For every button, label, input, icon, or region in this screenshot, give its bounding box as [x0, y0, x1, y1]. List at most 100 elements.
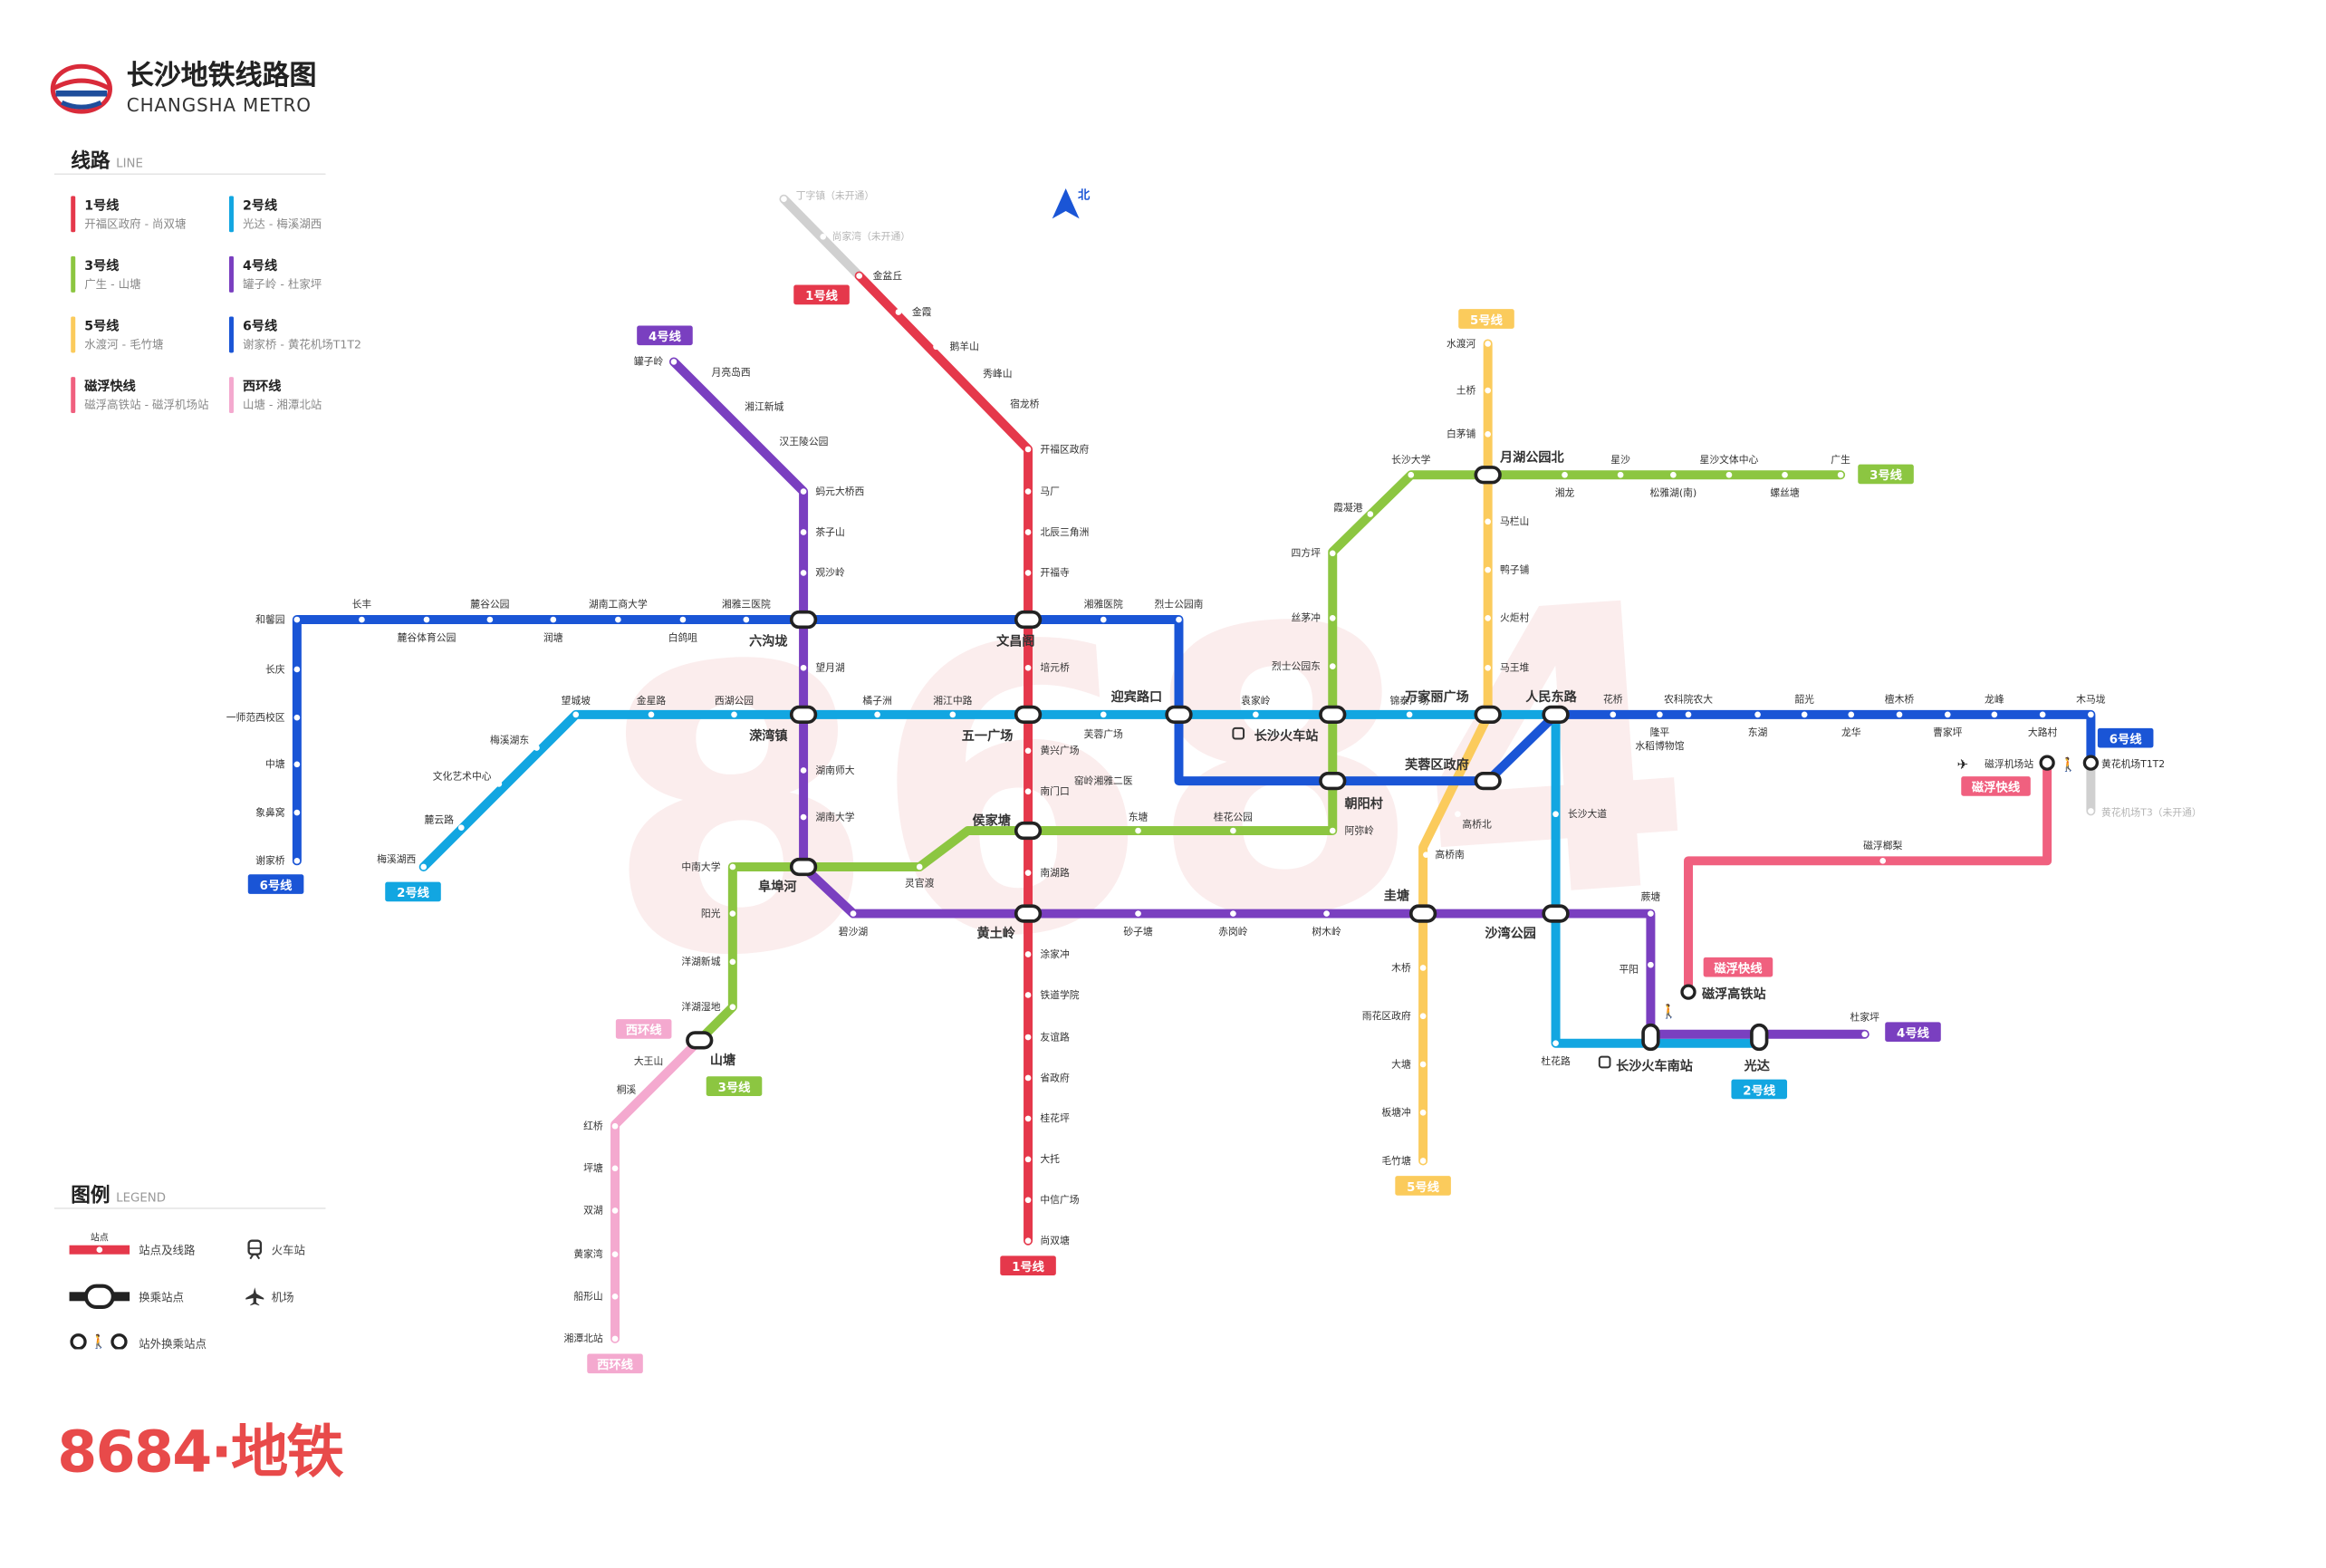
undefined[interactable] — [1024, 1197, 1032, 1204]
undefined[interactable] — [495, 781, 503, 787]
station-dot[interactable] — [781, 196, 787, 203]
interchange-marker[interactable] — [1319, 771, 1347, 791]
undefined[interactable] — [1685, 711, 1692, 718]
interchange-marker[interactable] — [789, 610, 818, 630]
undefined[interactable] — [611, 1335, 619, 1342]
undefined[interactable] — [850, 910, 857, 917]
undefined[interactable] — [1944, 711, 1951, 718]
undefined[interactable] — [293, 616, 301, 623]
undefined[interactable] — [611, 1293, 619, 1300]
line2-left-tag[interactable] — [385, 881, 441, 902]
undefined[interactable] — [949, 711, 956, 718]
interchange-marker[interactable] — [1014, 705, 1043, 725]
interchange-marker[interactable] — [1542, 705, 1570, 725]
undefined[interactable] — [1419, 965, 1427, 971]
interchange-marker[interactable] — [1542, 904, 1570, 923]
undefined[interactable] — [1406, 711, 1413, 718]
undefined[interactable] — [729, 958, 736, 966]
undefined[interactable] — [1100, 616, 1107, 623]
undefined[interactable] — [1485, 341, 1491, 347]
undefined[interactable] — [293, 666, 301, 673]
undefined[interactable] — [773, 447, 780, 454]
line-legend-name[interactable]: 5号线 — [84, 319, 120, 335]
undefined[interactable] — [1329, 615, 1336, 621]
undefined[interactable] — [1648, 961, 1654, 968]
undefined[interactable] — [648, 711, 655, 718]
interchange-marker[interactable] — [1014, 904, 1043, 923]
undefined[interactable] — [670, 359, 678, 365]
line6-right-tag[interactable] — [2097, 727, 2154, 748]
undefined[interactable] — [2088, 808, 2094, 814]
undefined[interactable] — [1725, 471, 1733, 478]
interchange-marker[interactable] — [1474, 466, 1502, 485]
undefined[interactable] — [800, 488, 807, 495]
undefined[interactable] — [966, 370, 973, 378]
interchange-marker[interactable] — [1014, 821, 1043, 841]
undefined[interactable] — [1024, 1237, 1032, 1245]
line4-right-tag[interactable] — [1885, 1022, 1941, 1043]
undefined[interactable] — [1848, 711, 1855, 718]
xihuan-bottom-tag[interactable] — [587, 1353, 643, 1374]
undefined[interactable] — [993, 400, 1000, 408]
undefined[interactable] — [1754, 711, 1761, 718]
undefined[interactable] — [1861, 1031, 1869, 1038]
undefined[interactable] — [856, 273, 862, 279]
undefined[interactable] — [1135, 827, 1141, 834]
undefined[interactable] — [550, 616, 557, 623]
undefined[interactable] — [457, 824, 465, 832]
undefined[interactable] — [1329, 550, 1336, 557]
line-legend-name[interactable]: 1号线 — [84, 198, 120, 215]
undefined[interactable] — [1485, 430, 1491, 438]
undefined[interactable] — [611, 1165, 619, 1172]
undefined[interactable] — [729, 863, 736, 871]
line6-left-tag[interactable] — [247, 874, 304, 894]
undefined[interactable] — [1801, 711, 1808, 718]
undefined[interactable] — [1024, 529, 1032, 535]
undefined[interactable] — [1408, 471, 1415, 478]
interchange-marker[interactable] — [1474, 705, 1502, 725]
undefined[interactable] — [636, 1085, 642, 1092]
undefined[interactable] — [1670, 471, 1677, 478]
undefined[interactable] — [293, 857, 301, 864]
interchange-marker[interactable] — [686, 1031, 714, 1050]
undefined[interactable] — [1253, 711, 1259, 718]
undefined[interactable] — [1419, 1061, 1427, 1068]
undefined[interactable] — [1135, 910, 1141, 917]
maglev-hsr-marker[interactable] — [1680, 984, 1696, 1000]
undefined[interactable] — [1610, 711, 1617, 718]
undefined[interactable] — [1024, 1156, 1032, 1163]
undefined[interactable] — [1367, 511, 1374, 517]
undefined[interactable] — [1455, 811, 1461, 818]
undefined[interactable] — [486, 616, 494, 623]
undefined[interactable] — [1024, 870, 1032, 876]
undefined[interactable] — [1024, 788, 1032, 795]
undefined[interactable] — [1782, 471, 1788, 478]
undefined[interactable] — [800, 664, 807, 671]
undefined[interactable] — [1176, 616, 1182, 623]
undefined[interactable] — [1024, 1115, 1032, 1122]
undefined[interactable] — [895, 309, 902, 315]
undefined[interactable] — [1485, 518, 1491, 525]
undefined[interactable] — [800, 767, 807, 774]
undefined[interactable] — [1648, 910, 1654, 917]
undefined[interactable] — [1024, 747, 1032, 755]
line2-right-tag[interactable] — [1731, 1079, 1788, 1100]
undefined[interactable] — [1552, 1040, 1559, 1047]
undefined[interactable] — [1879, 857, 1887, 864]
undefined[interactable] — [1896, 711, 1903, 718]
undefined[interactable] — [1485, 387, 1491, 394]
interchange-marker[interactable] — [1641, 1023, 1660, 1052]
undefined[interactable] — [1230, 827, 1236, 834]
undefined[interactable] — [738, 413, 745, 419]
undefined[interactable] — [2088, 711, 2094, 718]
undefined[interactable] — [705, 378, 712, 385]
line-legend-name[interactable]: 西环线 — [242, 380, 282, 396]
undefined[interactable] — [743, 616, 750, 623]
undefined[interactable] — [1230, 910, 1236, 917]
undefined[interactable] — [1024, 570, 1032, 576]
undefined[interactable] — [1024, 446, 1032, 453]
undefined[interactable] — [663, 1056, 669, 1063]
undefined[interactable] — [1329, 663, 1336, 669]
undefined[interactable] — [1419, 1109, 1427, 1116]
undefined[interactable] — [1485, 566, 1491, 573]
